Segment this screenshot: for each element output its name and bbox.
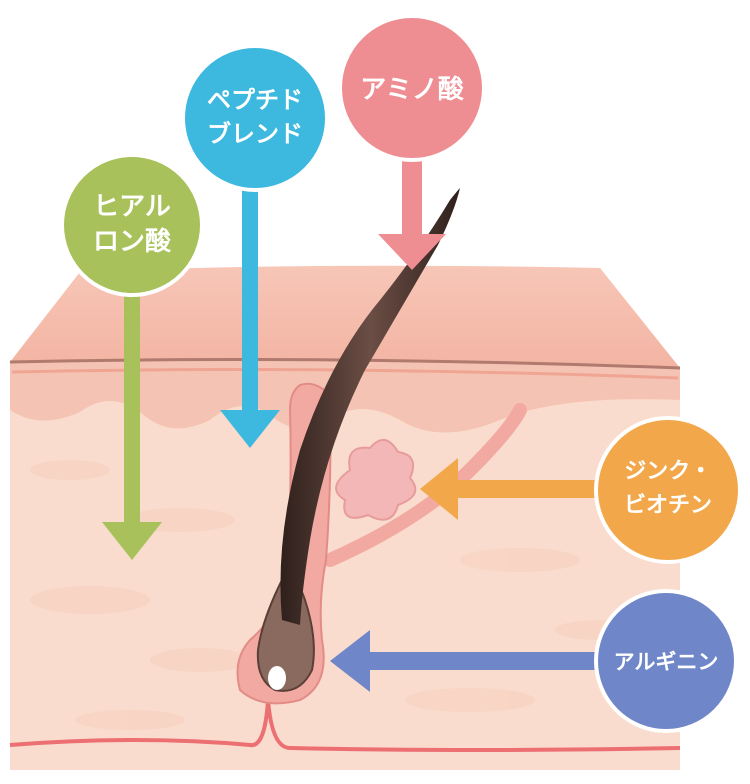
badge-zinc: ジンク・ ビオチン	[594, 416, 742, 564]
badge-hyaluronic-line2: ロン酸	[93, 227, 172, 257]
skin-surface-line	[9, 358, 681, 370]
badge-peptide-line2: ブレンド	[207, 120, 303, 148]
blood-vessel	[9, 699, 681, 752]
arrow-peptide	[220, 184, 280, 448]
badge-arginine-line1: アルギニン	[614, 650, 719, 674]
sebaceous-gland	[335, 439, 417, 521]
arrow-hyaluronic	[102, 292, 162, 560]
badge-hyaluronic-line1: ヒアル	[93, 192, 171, 222]
gland-duct	[323, 403, 527, 567]
badge-amino: アミノ酸	[338, 14, 486, 162]
badge-zinc-line2: ビオチン	[624, 493, 712, 518]
badge-peptide-line1: ペプチド	[207, 86, 303, 114]
badge-amino-line1: アミノ酸	[360, 75, 464, 105]
badge-hyaluronic: ヒアル ロン酸	[60, 153, 204, 297]
badge-zinc-line1: ジンク・	[624, 459, 712, 484]
arrow-zinc	[420, 458, 612, 520]
skin-block	[9, 265, 681, 770]
badge-peptide: ペプチド ブレンド	[181, 44, 329, 192]
dermis-layer	[10, 359, 680, 770]
badge-arginine: アルギニン	[594, 589, 738, 733]
arrow-amino	[378, 152, 446, 270]
dermal-papilla	[268, 666, 286, 690]
arrow-arginine	[330, 630, 615, 692]
skin-top-surface	[10, 265, 680, 368]
hair-shaft	[280, 188, 460, 625]
